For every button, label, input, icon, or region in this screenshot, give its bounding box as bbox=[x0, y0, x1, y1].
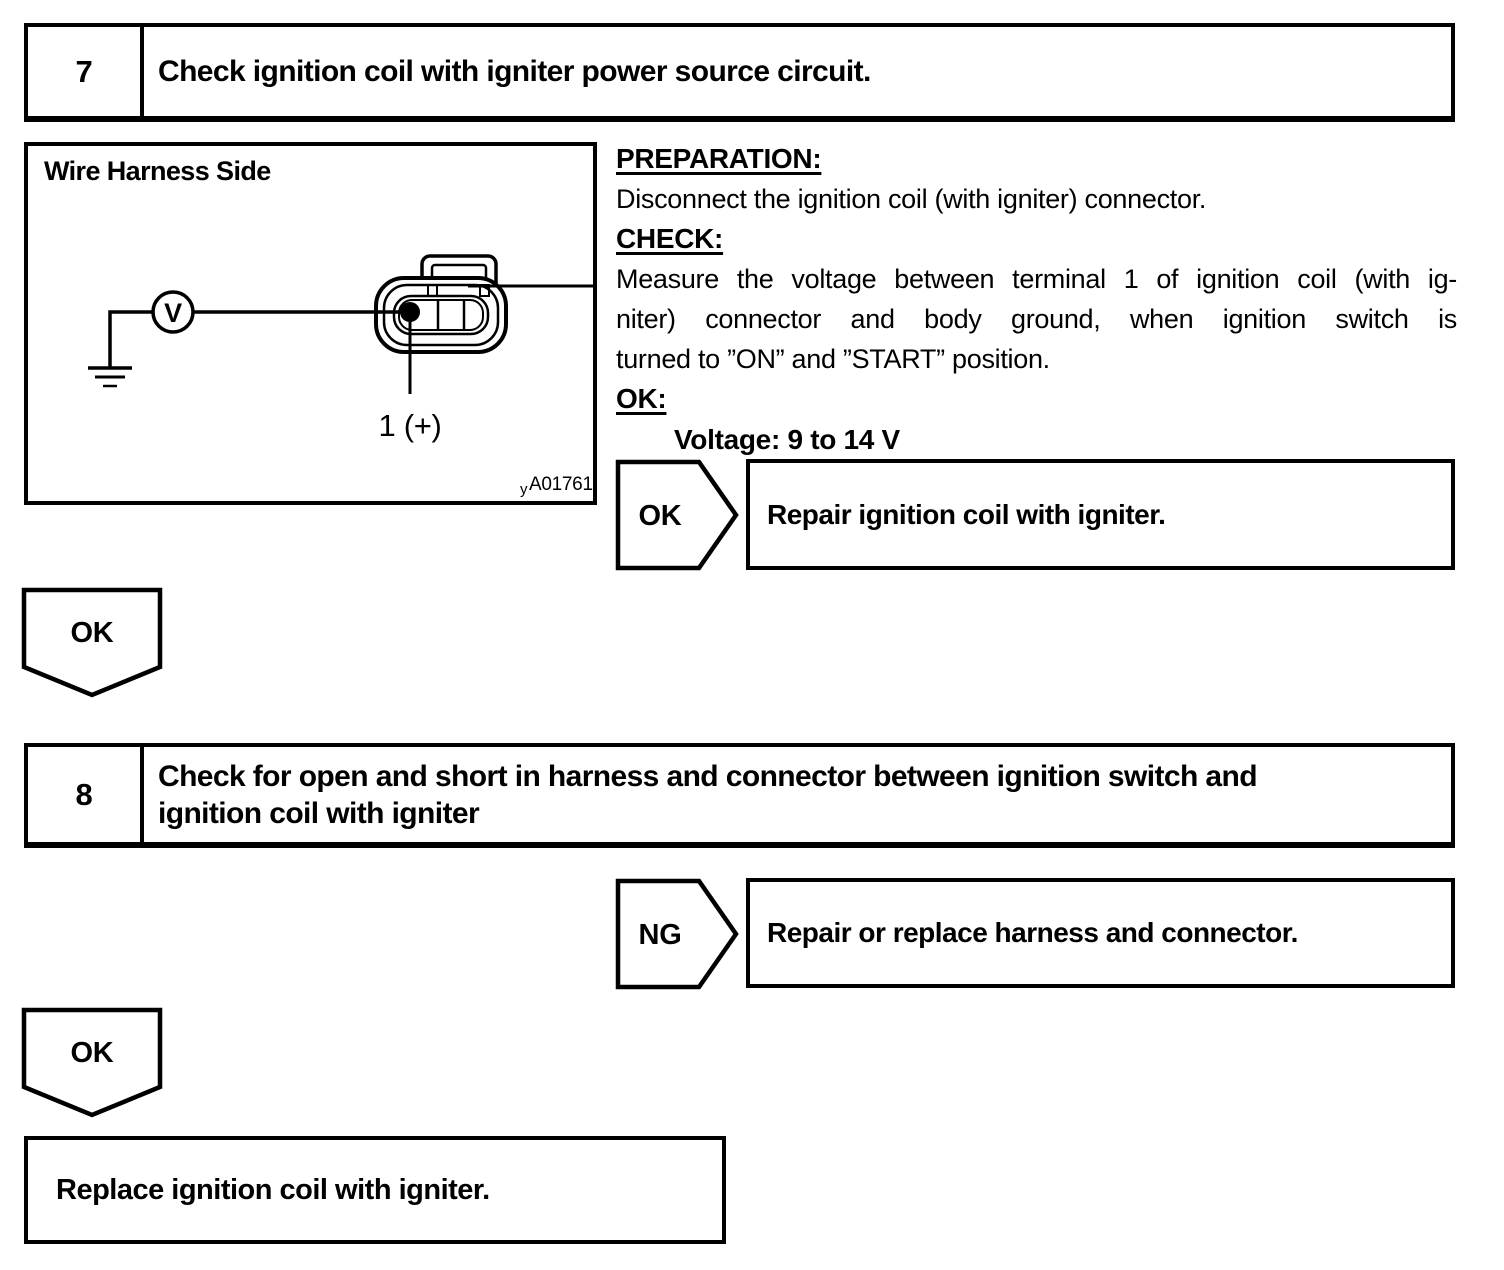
step-7-continue-arrow: OK bbox=[21, 587, 163, 698]
ok-spec: Voltage: 9 to 14 V bbox=[674, 424, 900, 455]
check-text-line: niter) connector and body ground, when i… bbox=[616, 304, 1457, 334]
step-8-branch-action-box: Repair or replace harness and connector. bbox=[746, 878, 1455, 988]
terminal-dot bbox=[400, 302, 420, 322]
step-7-continue-label: OK bbox=[71, 617, 114, 649]
figure-code: A01761 bbox=[529, 474, 593, 495]
final-action: Replace ignition coil with igniter. bbox=[56, 1173, 490, 1206]
step-7-number: 7 bbox=[28, 27, 144, 116]
step-8-continue-label: OK bbox=[71, 1037, 114, 1069]
step-7-header: 7 Check ignition coil with igniter power… bbox=[24, 23, 1455, 122]
wire-harness-diagram: Wire Harness Side V bbox=[24, 142, 597, 505]
step-8-continue-arrow: OK bbox=[21, 1007, 163, 1118]
step-8-number: 8 bbox=[28, 747, 144, 842]
step-7-branch-action-box: Repair ignition coil with igniter. bbox=[746, 459, 1455, 570]
step-8-branch-arrow: NG bbox=[615, 878, 739, 990]
figure-code-prefix: y bbox=[520, 481, 528, 498]
circuit-diagram-svg: Wire Harness Side V bbox=[44, 156, 593, 498]
step-8-header: 8 Check for open and short in harness an… bbox=[24, 743, 1455, 848]
terminal-label: 1 (+) bbox=[378, 408, 441, 443]
step-8-title-line: Check for open and short in harness and … bbox=[158, 759, 1258, 793]
step-8-title-line: ignition coil with igniter bbox=[158, 796, 480, 830]
step-7-branch-label: OK bbox=[639, 500, 682, 532]
step-7-branch-arrow: OK bbox=[615, 459, 739, 571]
check-heading: CHECK: bbox=[616, 223, 724, 254]
voltmeter-label: V bbox=[164, 298, 182, 328]
preparation-heading: PREPARATION: bbox=[616, 143, 822, 174]
step-7-branch-action: Repair ignition coil with igniter. bbox=[767, 498, 1166, 530]
step-8-branch-action: Repair or replace harness and connector. bbox=[767, 917, 1298, 948]
ok-heading: OK: bbox=[616, 383, 667, 414]
check-text-line: turned to ”ON” and ”START” position. bbox=[616, 344, 1050, 374]
diagram-title: Wire Harness Side bbox=[44, 156, 271, 186]
final-action-box: Replace ignition coil with igniter. bbox=[24, 1136, 726, 1244]
instruction-text: PREPARATION: Disconnect the ignition coi… bbox=[616, 139, 1457, 461]
step-7-title: Check ignition coil with igniter power s… bbox=[158, 55, 871, 88]
voltmeter-icon: V bbox=[151, 290, 195, 334]
step-8-branch-label: NG bbox=[639, 919, 682, 951]
check-text-line: Measure the voltage between terminal 1 o… bbox=[616, 264, 1457, 294]
preparation-text: Disconnect the ignition coil (with ignit… bbox=[616, 184, 1207, 214]
ground-icon bbox=[88, 310, 154, 388]
